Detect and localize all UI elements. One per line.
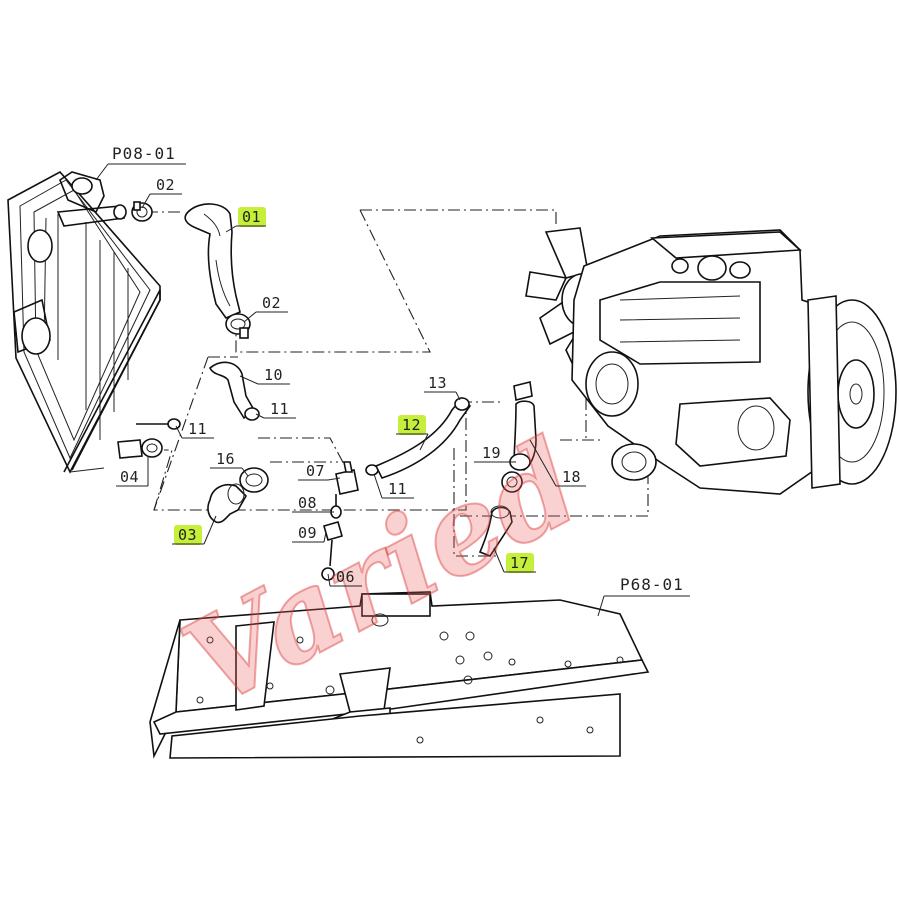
drain-fitting-04[interactable]: [117, 438, 163, 459]
callout-label: 02: [262, 294, 281, 312]
fitting-09[interactable]: [323, 521, 343, 567]
callout-label: 13: [428, 374, 447, 392]
callout-leader: [243, 311, 257, 323]
callout-label: 10: [264, 366, 283, 384]
callout-c11c[interactable]: 11: [373, 473, 414, 499]
callout-label: 07: [306, 462, 325, 480]
callout-leader: [327, 573, 331, 587]
callout-leader: [203, 515, 217, 545]
valve-07[interactable]: [335, 461, 359, 495]
callout-label: 17: [510, 554, 529, 572]
callout-c13[interactable]: 13: [424, 374, 461, 401]
callout-c08[interactable]: 08: [292, 494, 334, 513]
callout-c03[interactable]: 03: [172, 515, 217, 545]
callout-label: 16: [216, 450, 235, 468]
callout-label: 06: [336, 568, 355, 586]
hose-clamp-13[interactable]: [454, 397, 470, 411]
callout-leader: [529, 439, 557, 487]
hose-03[interactable]: [207, 483, 247, 524]
callout-c04[interactable]: 04: [116, 456, 149, 487]
callout-leader: [419, 433, 429, 451]
radiator-assembly[interactable]: [7, 170, 161, 474]
callout-leader: [175, 425, 183, 439]
assembly-label-frame: P68-01: [597, 575, 690, 617]
assembly-boundary-lines: [135, 209, 649, 557]
callout-leader: [239, 375, 259, 385]
callout-leader: [493, 547, 505, 573]
hose-clamp-02-upper[interactable]: [131, 201, 153, 222]
callout-label: 09: [298, 524, 317, 542]
callout-label: 01: [242, 208, 261, 226]
hose-clamp-02-lower[interactable]: [225, 313, 251, 339]
callout-c06[interactable]: 06: [327, 568, 362, 587]
callout-c16[interactable]: 16: [210, 450, 249, 477]
callout-c17[interactable]: 17: [493, 547, 536, 573]
callout-label: 12: [402, 416, 421, 434]
callout-leader: [141, 193, 151, 209]
callout-label: 19: [482, 444, 501, 462]
callout-highlight: [398, 415, 426, 435]
hose-clamp-11-b[interactable]: [136, 418, 181, 430]
frame-assembly[interactable]: [149, 591, 650, 759]
callout-leader: [323, 531, 327, 543]
hose-18[interactable]: [513, 381, 537, 471]
callout-label: 04: [120, 468, 139, 486]
hose-clamp-19[interactable]: [501, 453, 531, 493]
assembly-ref-frame: P68-01: [620, 575, 684, 594]
engine-assembly[interactable]: [525, 227, 897, 495]
callout-leader: [373, 473, 383, 499]
callout-c11a[interactable]: 11: [255, 400, 296, 419]
callout-label: 03: [178, 526, 197, 544]
callout-c12[interactable]: 12: [396, 415, 429, 451]
callout-c02a[interactable]: 02: [141, 176, 182, 209]
callout-leader: [225, 225, 237, 233]
callout-layer: 01 02 02 03 04 06 07 08 09 10 11 11 11 12 13 16 17 18 19: [116, 176, 586, 587]
callout-c07[interactable]: 07: [298, 462, 341, 481]
callout-highlight: [174, 525, 202, 545]
callout-c02b[interactable]: 02: [243, 294, 288, 323]
callout-leader: [241, 467, 249, 477]
callout-label: 11: [388, 480, 407, 498]
callout-c01[interactable]: 01: [225, 207, 266, 233]
callout-c09[interactable]: 09: [292, 524, 327, 543]
assembly-label-radiator: P08-01: [95, 144, 186, 181]
callout-c11b[interactable]: 11: [175, 420, 214, 439]
hose-17[interactable]: [478, 505, 513, 557]
frame-holes: [196, 631, 624, 744]
callout-leader: [255, 413, 265, 419]
callout-label: 18: [562, 468, 581, 486]
callout-leader: [327, 477, 341, 481]
assembly-ref-radiator: P08-01: [112, 144, 176, 163]
callout-c18[interactable]: 18: [529, 439, 586, 487]
hose-clamp-11-a[interactable]: [244, 407, 260, 421]
hose-01[interactable]: [184, 203, 241, 319]
callout-label: 11: [188, 420, 207, 438]
callout-c19[interactable]: 19: [474, 444, 516, 463]
fitting-08[interactable]: [330, 494, 342, 519]
callout-c10[interactable]: 10: [239, 366, 290, 385]
callout-highlight: [506, 553, 534, 573]
callout-highlight: [238, 207, 266, 227]
callout-label: 02: [156, 176, 175, 194]
callout-leader: [455, 391, 461, 401]
callout-label: 08: [298, 494, 317, 512]
callout-label: 11: [270, 400, 289, 418]
hose-12[interactable]: [374, 396, 472, 479]
